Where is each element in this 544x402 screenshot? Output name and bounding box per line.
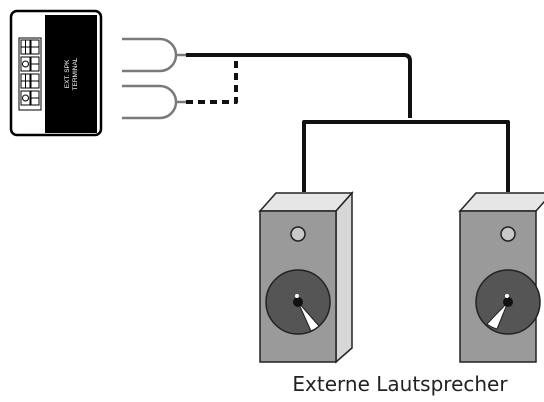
main-wire (186, 53, 412, 118)
tweeter-icon (500, 226, 516, 242)
speakers-caption: Externe Lautsprecher (292, 372, 508, 396)
split-wire (302, 120, 510, 192)
upper-plug (122, 37, 178, 73)
lower-plug (122, 84, 178, 120)
speaker-terminal-panel: EXT. SPK TERMINAL (9, 9, 103, 137)
dashed-wire (186, 55, 238, 104)
speaker-wires (186, 53, 510, 192)
tweeter-icon (290, 226, 306, 242)
terminal-label-line2: TERMINAL (72, 57, 79, 90)
terminal-label-line1: EXT. SPK (64, 59, 71, 88)
left-speaker (258, 191, 354, 364)
terminal-block (18, 37, 42, 111)
connector-plugs (122, 37, 186, 120)
right-speaker (458, 192, 544, 363)
